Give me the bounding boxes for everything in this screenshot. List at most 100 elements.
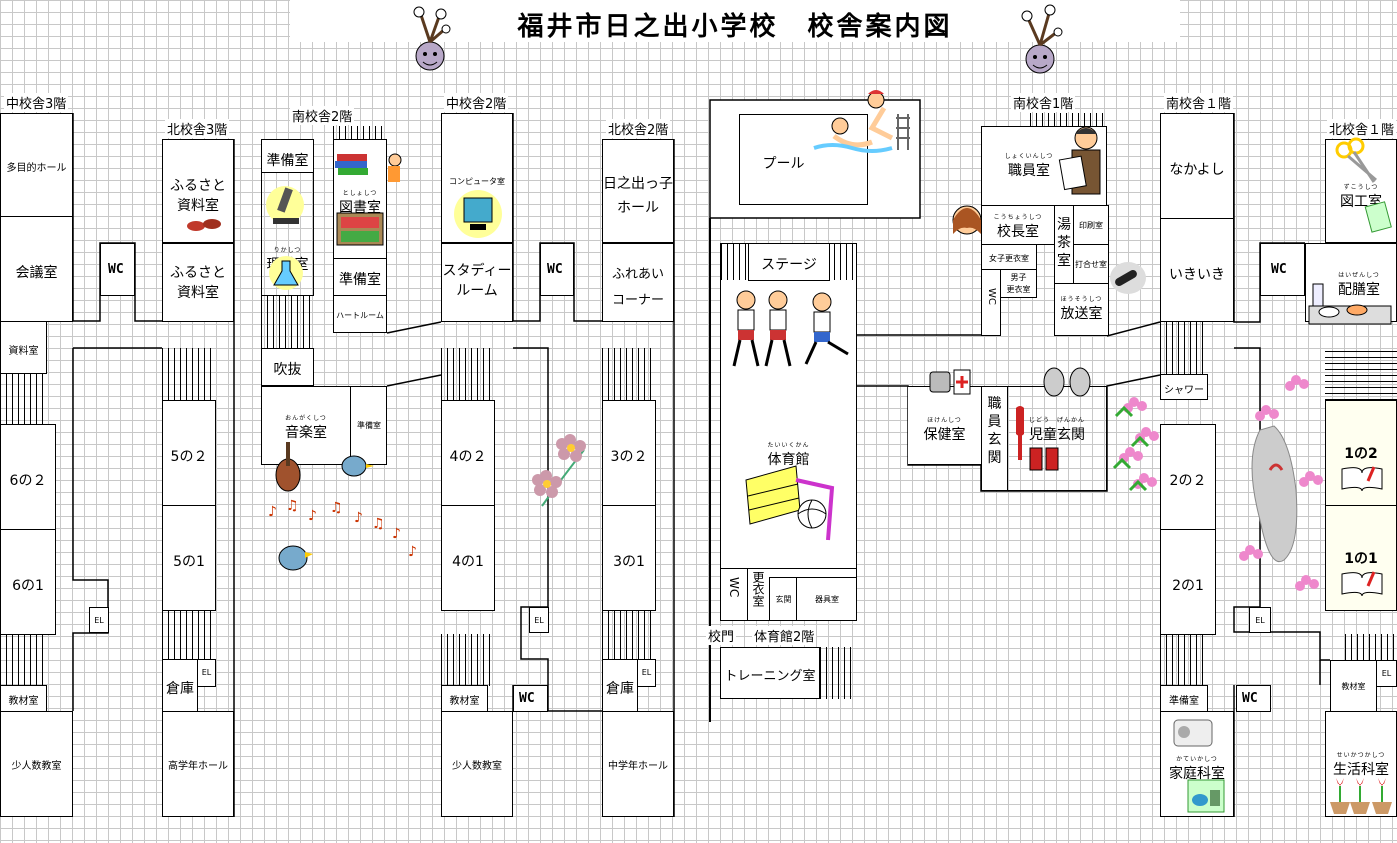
room-shokuin-genkan[interactable]: 職 員 玄 関 xyxy=(981,386,1008,491)
microscope-icon xyxy=(266,186,304,224)
corridor-outline xyxy=(673,139,675,817)
room-6-1[interactable]: 6の1 xyxy=(0,529,56,635)
room-nakayoshi[interactable]: なかよし xyxy=(1160,113,1234,219)
floor-label-mid3: 中校舎3階 xyxy=(4,93,69,112)
stage[interactable]: ステージ xyxy=(748,244,830,281)
restroom-4[interactable]: WC xyxy=(1260,243,1305,296)
room-5-1[interactable]: 5の1 xyxy=(162,505,216,611)
stairs xyxy=(0,374,47,424)
room-shoninzu-2[interactable]: 少人数教室 xyxy=(441,711,513,817)
room-junbi-4[interactable]: 準備室 xyxy=(1160,685,1208,712)
gym-wc[interactable]: WC xyxy=(727,577,741,598)
gym-kigu[interactable]: 器具室 xyxy=(796,577,857,621)
room-ikiiki[interactable]: いきいき xyxy=(1160,218,1234,322)
svg-text:♪: ♪ xyxy=(354,510,363,526)
room-yucha[interactable]: 湯 茶 室 xyxy=(1054,205,1074,284)
notebook-icon xyxy=(1341,466,1383,492)
room-furusato-2[interactable]: ふるさと 資料室 xyxy=(162,243,234,322)
room-pool[interactable]: プール xyxy=(739,114,868,205)
room-shower[interactable]: シャワー xyxy=(1160,374,1208,400)
svg-text:♫: ♫ xyxy=(330,500,343,516)
room-tamokuteki[interactable]: 多目的ホール xyxy=(0,113,73,217)
room-kyozai-3[interactable]: 教材室 xyxy=(1330,660,1377,712)
room-3-2[interactable]: 3の２ xyxy=(602,400,656,506)
ruby: こうちょうしつ xyxy=(993,214,1043,221)
floor-label-gym2: 体育館2階 xyxy=(752,626,817,645)
restroom-3[interactable]: WC xyxy=(513,685,548,712)
principal-icon xyxy=(952,205,982,235)
ruby: しょくいんしつ xyxy=(1004,153,1054,160)
room-insatsu[interactable]: 印刷室 xyxy=(1073,205,1109,245)
room-junbi-3[interactable]: 準備室 xyxy=(350,387,387,464)
room-danshi-koui[interactable]: 男子 更衣室 xyxy=(1000,269,1037,298)
elevator-6[interactable]: EL xyxy=(1376,660,1397,687)
room-uchiawase[interactable]: 打合せ室 xyxy=(1073,244,1109,284)
room-3-1[interactable]: 3の1 xyxy=(602,505,656,611)
restroom-5[interactable]: WC xyxy=(1236,685,1271,712)
room-2-2[interactable]: 2の２ xyxy=(1160,424,1216,530)
ruby: ほけんしつ xyxy=(927,417,962,424)
room-shoninzu-1[interactable]: 少人数教室 xyxy=(0,711,73,817)
room-heart[interactable]: ハートルーム xyxy=(333,295,387,333)
room-junbi-1[interactable]: 準備室 xyxy=(261,139,314,173)
elevator-2[interactable]: EL xyxy=(197,659,216,687)
ruby: おんがくしつ xyxy=(285,415,327,422)
room-training[interactable]: トレーニング室 xyxy=(720,647,820,699)
ruby: としょしつ xyxy=(342,190,378,197)
room-5-2[interactable]: 5の２ xyxy=(162,400,216,506)
room-kyozai-1[interactable]: 教材室 xyxy=(0,685,47,712)
restroom-1[interactable]: WC xyxy=(100,243,135,296)
stairs xyxy=(162,610,216,660)
room-ongaku[interactable]: おんがくしつ音楽室 準備室 xyxy=(261,386,387,465)
restroom-2[interactable]: WC xyxy=(540,243,574,296)
room-1-2[interactable]: 1の2 xyxy=(1325,400,1397,506)
room-junbi-2[interactable]: 準備室 xyxy=(333,258,387,296)
svg-text:♫: ♫ xyxy=(372,516,385,532)
admin-wc[interactable]: WC xyxy=(981,269,1001,336)
room-housou[interactable]: ほうそうしつ放送室 xyxy=(1054,283,1109,336)
ruby: かていかしつ xyxy=(1176,756,1218,763)
ruby: りかしつ xyxy=(273,247,302,254)
gym-genkan[interactable]: 玄関 xyxy=(769,577,797,621)
stairs xyxy=(441,634,495,686)
floor-label-north1: 北校舎１階 xyxy=(1327,119,1397,138)
ruby: せいかつかしつ xyxy=(1336,752,1386,759)
room-shiryo[interactable]: 資料室 xyxy=(0,321,47,374)
ruby: たいいくかん xyxy=(767,442,810,449)
shoes-icon xyxy=(1043,367,1091,397)
room-hinode-hall[interactable]: 日之出っ子 ホール xyxy=(602,139,674,243)
flower-icon xyxy=(532,434,586,507)
violin-icon xyxy=(275,442,301,492)
room-fureai[interactable]: ふれあい コーナー xyxy=(602,243,674,322)
stairs xyxy=(1325,348,1397,400)
scissors-icon xyxy=(1335,137,1392,233)
svg-text:♪: ♪ xyxy=(268,504,277,520)
gym[interactable]: ステージ たいいくかん体育館 xyxy=(720,243,857,621)
page-title: 福井市日之出小学校 校舎案内図 xyxy=(517,12,953,42)
notebook-icon xyxy=(1341,571,1383,597)
vaulting-box-icon xyxy=(745,465,835,541)
elevator-5[interactable]: EL xyxy=(1249,607,1271,633)
elevator-4[interactable]: EL xyxy=(637,659,656,687)
room-2-1[interactable]: 2の1 xyxy=(1160,529,1216,635)
room-kocho[interactable]: こうちょうしつ校長室 xyxy=(981,205,1055,245)
room-4-1[interactable]: 4の1 xyxy=(441,505,495,611)
floor-label-north3: 北校舎3階 xyxy=(165,119,230,138)
room-soko-2[interactable]: 倉庫 xyxy=(602,659,638,712)
gym-koui[interactable]: 更衣室 xyxy=(747,569,770,620)
room-1-1[interactable]: 1の1 xyxy=(1325,505,1397,611)
room-joshi-koui[interactable]: 女子更衣室 xyxy=(981,244,1037,270)
svg-text:♪: ♪ xyxy=(392,526,401,542)
stairs xyxy=(441,348,495,400)
elevator-3[interactable]: EL xyxy=(529,607,549,633)
elevator-1[interactable]: EL xyxy=(89,607,109,633)
shoe-icon xyxy=(1239,375,1323,591)
floor-label-north2: 北校舎2階 xyxy=(606,119,671,138)
tulips-icon xyxy=(1330,778,1392,814)
room-4-2[interactable]: 4の２ xyxy=(441,400,495,506)
books-icon xyxy=(335,153,402,182)
room-fukinuke[interactable]: 吹抜 xyxy=(261,348,314,386)
stairs xyxy=(1160,634,1208,686)
room-kyozai-2[interactable]: 教材室 xyxy=(441,685,488,712)
